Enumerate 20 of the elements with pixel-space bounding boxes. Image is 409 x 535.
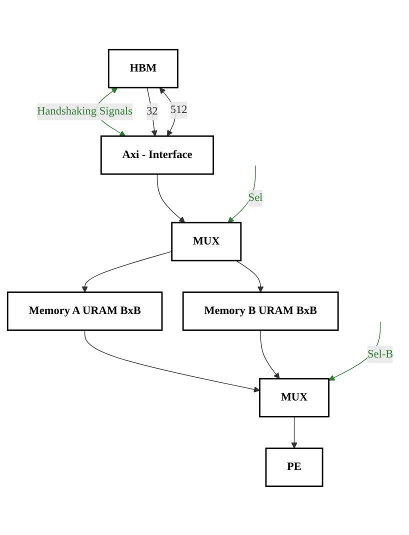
node-box: MUX [171,221,242,261]
arrow [291,416,298,448]
arrow [236,260,264,292]
node-box: MUX [259,378,330,417]
arrow [159,87,176,136]
arrow [82,250,172,292]
node-box: Memory B URAM BxB [182,291,339,330]
arrow [228,164,256,222]
edge-label: 32 [146,104,158,117]
arrow [84,329,260,392]
node-box: HBM [108,48,178,88]
arrow [156,173,186,222]
edge-label: Sel-B [367,348,394,360]
node-box: Memory A URAM BxB [6,291,163,330]
node-box: Axi - Interface [100,134,214,174]
edge-label: 512 [170,103,188,116]
arrow [260,329,280,379]
node-box: PE [265,447,324,487]
edge-label: Handshaking Signals [37,105,132,118]
edge-label: Sel [248,192,263,204]
